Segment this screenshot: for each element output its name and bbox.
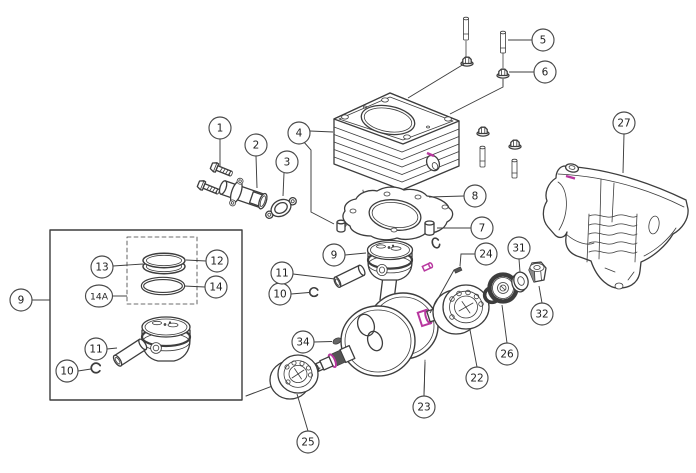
- callout-7: 7: [470, 216, 494, 240]
- callout-23: 23: [412, 395, 436, 419]
- svg-text:5: 5: [540, 35, 547, 47]
- fan-shroud-part: [542, 163, 689, 290]
- callout-6: 6: [533, 60, 557, 84]
- primary-gear: [482, 272, 519, 305]
- head-studs: [463, 16, 518, 179]
- main-bearing-right: [432, 284, 490, 335]
- callout-9-crank: 9: [322, 243, 346, 267]
- callout-25: 25: [296, 430, 320, 454]
- svg-text:3: 3: [284, 157, 291, 169]
- callout-22: 22: [465, 366, 489, 390]
- callout-32: 32: [530, 302, 554, 326]
- intake-joint-part: [218, 177, 268, 210]
- callout-14: 14: [204, 275, 228, 299]
- svg-text:14: 14: [209, 282, 223, 294]
- svg-text:34: 34: [296, 337, 310, 349]
- callout-4: 4: [287, 121, 311, 145]
- callout-10-crank: 10: [268, 282, 292, 306]
- svg-text:26: 26: [500, 349, 514, 361]
- lock-washer: [511, 271, 529, 293]
- callout-3: 3: [275, 150, 299, 174]
- svg-text:12: 12: [210, 256, 223, 268]
- woodruff-key: [332, 337, 342, 345]
- callout-8: 8: [463, 184, 487, 208]
- svg-text:4: 4: [296, 128, 303, 140]
- callout-5: 5: [531, 28, 555, 52]
- callout-14a: 14A: [84, 284, 114, 308]
- crank-left-shaft: [313, 344, 356, 373]
- piston-kit-box: [49, 229, 243, 401]
- dowel-pins: [336, 219, 435, 236]
- callout-1: 1: [208, 116, 232, 140]
- wrist-pin-crank: [333, 264, 366, 288]
- callout-27: 27: [612, 111, 636, 135]
- svg-text:1: 1: [217, 123, 224, 135]
- svg-text:31: 31: [512, 243, 525, 255]
- callout-13: 13: [90, 255, 114, 279]
- base-gasket-part: [341, 186, 454, 241]
- svg-text:7: 7: [479, 223, 486, 235]
- callout-11-crank: 11: [270, 261, 294, 285]
- callout-10-box: 10: [55, 359, 79, 383]
- highlight-mark: [426, 151, 435, 158]
- flange-nuts: [407, 56, 522, 150]
- svg-text:32: 32: [535, 309, 548, 321]
- svg-text:8: 8: [472, 191, 479, 203]
- callout-11-box: 11: [84, 337, 108, 361]
- straight-pin: [453, 266, 463, 274]
- callout-9-box: 9: [9, 288, 33, 312]
- svg-text:25: 25: [301, 437, 314, 449]
- circlip: [90, 362, 102, 374]
- callout-24: 24: [474, 242, 498, 266]
- svg-text:11: 11: [89, 344, 102, 356]
- piston: [140, 316, 192, 362]
- leader-lines: [32, 39, 625, 432]
- svg-text:24: 24: [479, 249, 493, 261]
- svg-text:13: 13: [95, 262, 108, 274]
- svg-text:9: 9: [331, 250, 338, 262]
- compression-rings: [142, 252, 186, 275]
- highlight-mark: [565, 174, 576, 180]
- exhaust-gasket-part: [265, 197, 297, 220]
- svg-text:9: 9: [18, 295, 25, 307]
- svg-text:6: 6: [542, 67, 549, 79]
- crankshaft-nut: [528, 261, 547, 283]
- circlip-upper: [431, 237, 441, 249]
- svg-text:10: 10: [60, 366, 73, 378]
- cylinder-part: [333, 92, 460, 197]
- callout-26: 26: [495, 342, 519, 366]
- svg-text:2: 2: [253, 140, 260, 152]
- ring-set-dashed-box: [126, 236, 198, 305]
- svg-text:11: 11: [275, 268, 288, 280]
- oil-ring: [140, 276, 186, 296]
- callout-2: 2: [244, 133, 268, 157]
- svg-text:23: 23: [417, 402, 430, 414]
- svg-text:14A: 14A: [90, 291, 109, 302]
- flange-bolts: [196, 162, 233, 195]
- callout-31: 31: [507, 236, 531, 260]
- dowel-pin-small: [421, 262, 434, 272]
- circlip-crank: [308, 286, 319, 298]
- callout-34: 34: [291, 330, 315, 354]
- main-bearing-left: [269, 354, 319, 400]
- svg-text:27: 27: [617, 118, 630, 130]
- wrist-pin: [112, 338, 148, 367]
- callout-12: 12: [205, 249, 229, 273]
- piston-on-crank: [366, 239, 414, 281]
- svg-text:10: 10: [273, 289, 286, 301]
- svg-text:22: 22: [470, 373, 483, 385]
